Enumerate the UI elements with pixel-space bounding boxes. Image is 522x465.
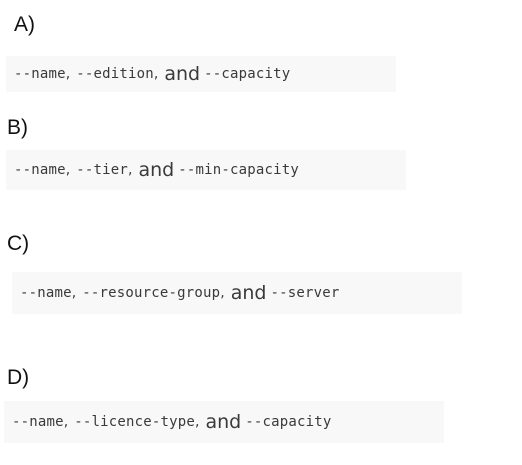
option-c-sep-2: , [220, 285, 225, 301]
option-b-sep-2: , [128, 162, 133, 178]
option-d-code: --name,--licence-type,and--capacity [4, 401, 444, 443]
option-b-conjunction: and [138, 159, 175, 181]
option-c-conjunction: and [230, 282, 267, 304]
option-c-param-2: --resource-group [82, 285, 221, 301]
option-d-param-2: --licence-type [74, 414, 196, 430]
option-c-code: --name,--resource-group,and--server [12, 272, 462, 314]
option-a-label: A) [14, 13, 35, 36]
option-a-conjunction: and [164, 63, 201, 85]
option-d-sep-1: , [63, 414, 69, 430]
option-b-label: B) [7, 116, 28, 139]
option-d-param-name: --name [12, 414, 64, 430]
option-a-param-3: --capacity [204, 66, 291, 82]
option-c-label: C) [7, 232, 30, 255]
option-a-sep-1: , [65, 66, 71, 82]
option-c-param-name: --name [20, 285, 72, 301]
option-a-param-2: --edition [76, 66, 154, 82]
option-d-conjunction: and [205, 411, 242, 433]
option-a-code: --name,--edition,and--capacity [6, 56, 396, 92]
option-d-label: D) [7, 366, 30, 389]
option-b-param-2: --tier [76, 162, 129, 178]
option-c-sep-1: , [71, 285, 77, 301]
option-a-sep-2: , [153, 66, 159, 82]
option-b-code: --name,--tier,and--min-capacity [6, 150, 406, 190]
option-b-param-name: --name [14, 162, 66, 178]
option-d-param-3: --capacity [245, 414, 332, 430]
option-d-sep-2: , [195, 414, 200, 430]
option-b-sep-1: , [65, 162, 71, 178]
option-b-param-3: --min-capacity [178, 162, 300, 178]
option-a-param-name: --name [14, 66, 66, 82]
option-c-param-3: --server [270, 285, 340, 301]
